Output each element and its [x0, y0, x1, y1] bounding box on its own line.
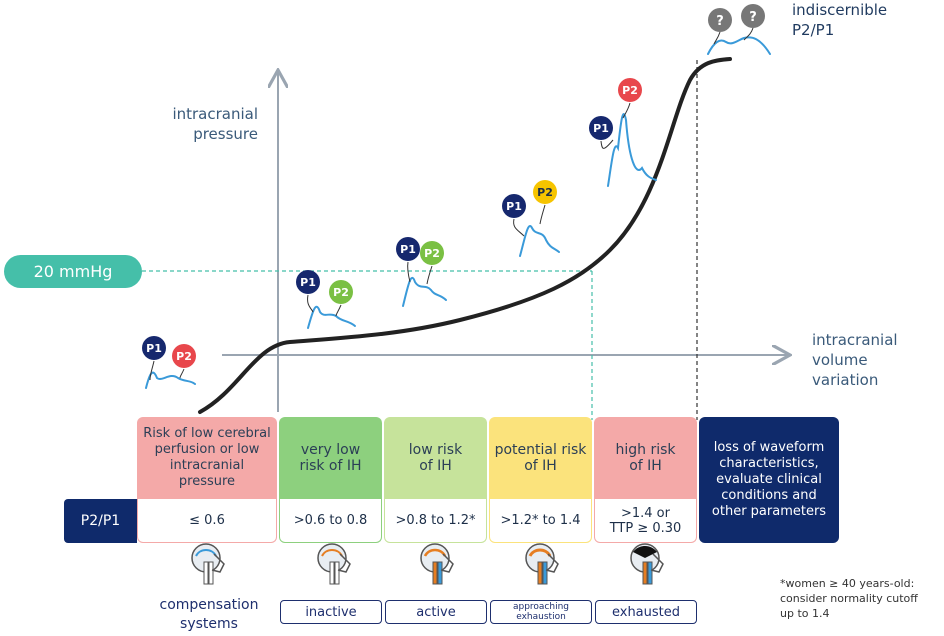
- p1-balloon-1: P1: [142, 336, 166, 360]
- y-axis-label: intracranial pressure: [172, 105, 258, 143]
- p2-balloon-5: P2: [618, 78, 642, 102]
- value-low-risk: >0.8 to 1.2*: [384, 499, 487, 543]
- waveform-6: [707, 36, 771, 55]
- p1-balloon-4: P1: [502, 194, 526, 218]
- footnote: *women ≥ 40 years-old: consider normalit…: [780, 577, 918, 620]
- brain-icon-3: [420, 543, 454, 585]
- svg-text:P1: P1: [146, 342, 162, 355]
- p2-balloon-3: P2: [420, 241, 444, 265]
- p2-balloon-1: P2: [172, 344, 196, 368]
- waveform-5: [607, 113, 657, 187]
- compensation-inactive: inactive: [280, 600, 382, 624]
- indiscernible-label: indiscernible P2/P1: [792, 1, 888, 39]
- svg-text:P2: P2: [537, 186, 553, 199]
- category-low-perfusion: Risk of low cerebral perfusion or low in…: [137, 417, 277, 499]
- svg-text:P1: P1: [593, 122, 609, 135]
- svg-text:?: ?: [749, 10, 757, 25]
- waveform-2: [307, 305, 356, 329]
- svg-text:?: ?: [716, 14, 724, 29]
- value-potential-risk: >1.2* to 1.4: [489, 499, 592, 543]
- p2-balloon-2: P2: [329, 280, 353, 304]
- balloon-strings: [149, 27, 754, 381]
- p2-balloon-4: P2: [533, 180, 557, 204]
- brain-icon-5: [630, 543, 664, 585]
- value-low-perfusion: ≤ 0.6: [137, 499, 277, 543]
- compensation-approaching-exhaustion: approaching exhaustion: [490, 600, 592, 624]
- value-very-low-risk: >0.6 to 0.8: [279, 499, 382, 543]
- brain-icon-2: [317, 543, 351, 585]
- x-axis-label: intracranial volume variation: [812, 331, 898, 389]
- svg-text:P1: P1: [506, 200, 522, 213]
- unknown-balloon-2: ?: [741, 4, 765, 28]
- svg-text:P2: P2: [424, 247, 440, 260]
- compensation-exhausted: exhausted: [595, 600, 697, 624]
- p2p1-row-label: P2/P1: [64, 499, 137, 543]
- svg-text:P1: P1: [300, 276, 316, 289]
- p1-balloon-5: P1: [589, 116, 613, 140]
- waveforms: [145, 36, 771, 389]
- waveform-1: [145, 371, 196, 389]
- brain-icon-4: [525, 543, 559, 585]
- waveform-3: [402, 276, 447, 307]
- pressure-volume-curve: [198, 57, 732, 414]
- compensation-active: active: [385, 600, 487, 624]
- svg-text:P2: P2: [176, 350, 192, 363]
- balloons: P1 P2 P1 P2 P1 P2 P1 P2 P1 P2 ? ?: [142, 4, 765, 368]
- brain-icon-1: [191, 543, 225, 585]
- waveform-4: [519, 225, 560, 257]
- compensation-label: compensation systems: [159, 597, 259, 632]
- unknown-balloon-1: ?: [708, 8, 732, 32]
- svg-text:P2: P2: [333, 286, 349, 299]
- brain-icons: [191, 543, 664, 585]
- p1-balloon-2: P1: [296, 270, 320, 294]
- p1-balloon-3: P1: [396, 237, 420, 261]
- threshold-label: 20 mmHg: [33, 262, 113, 281]
- threshold-badge: 20 mmHg: [4, 255, 142, 288]
- category-loss-of-waveform: loss of waveform characteristics, evalua…: [699, 417, 839, 543]
- svg-text:P2: P2: [622, 84, 638, 97]
- svg-text:P1: P1: [400, 243, 416, 256]
